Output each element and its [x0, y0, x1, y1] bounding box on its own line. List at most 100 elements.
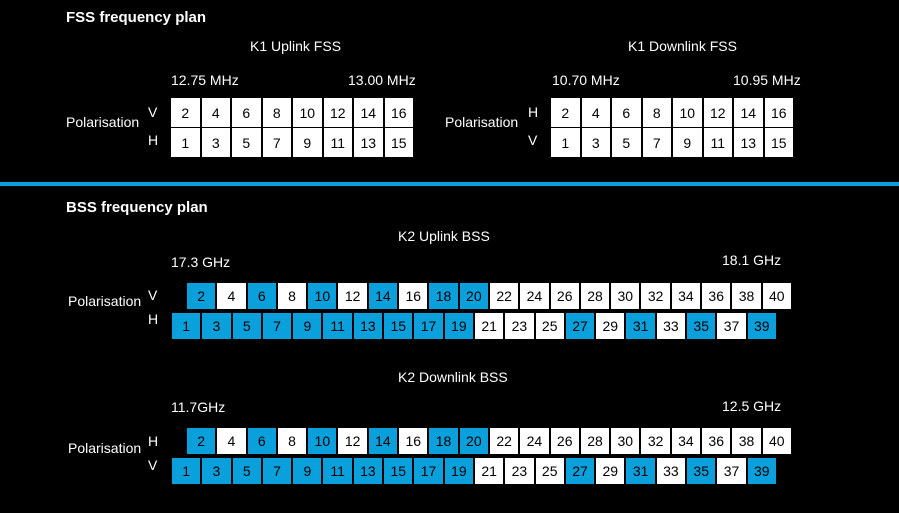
channel-cell: 16 [383, 97, 414, 128]
channel-cell: 18 [428, 282, 459, 310]
channel-cell: 8 [276, 282, 308, 310]
channel-cell: 36 [701, 427, 732, 455]
bss-section-title: BSS frequency plan [66, 199, 208, 216]
channel-cell: 9 [292, 457, 323, 485]
section-divider [0, 182, 899, 186]
channel-cell: 27 [564, 457, 596, 485]
channel-cell: 7 [261, 127, 292, 158]
channel-cell: 9 [292, 312, 323, 340]
channel-cell: 4 [200, 97, 231, 128]
channel-cell: 14 [733, 97, 764, 128]
k2-uplink-title: K2 Uplink BSS [398, 228, 490, 244]
channel-cell: 3 [201, 312, 232, 340]
channel-cell: 10 [307, 282, 338, 310]
channel-cell: 12 [702, 97, 733, 128]
channel-cell: 40 [761, 282, 792, 310]
channel-cell: 14 [367, 427, 399, 455]
channel-cell: 20 [458, 282, 489, 310]
channel-cell: 16 [398, 427, 429, 455]
k2-uplink-freq-end: 18.1 GHz [722, 252, 782, 268]
k2-uplink-bottom-pol: H [148, 311, 159, 327]
channel-cell: 4 [580, 97, 611, 128]
channel-cell: 4 [216, 427, 247, 455]
channel-cell: 12 [337, 427, 368, 455]
channel-cell: 25 [534, 457, 565, 485]
channel-cell: 38 [731, 282, 762, 310]
channel-cell: 33 [655, 312, 687, 340]
channel-cell: 27 [564, 312, 596, 340]
channel-cell: 2 [170, 97, 201, 128]
channel-cell: 2 [186, 427, 217, 455]
channel-cell: 1 [170, 127, 201, 158]
channel-cell: 6 [231, 97, 262, 128]
channel-cell: 20 [458, 427, 489, 455]
k1-uplink-freq-start: 12.75 MHz [171, 72, 239, 88]
channel-cell: 1 [550, 127, 581, 158]
channel-cell: 22 [488, 282, 520, 310]
k1-uplink-bottom-pol: H [148, 132, 159, 148]
channel-cell: 11 [322, 312, 353, 340]
channel-cell: 23 [504, 312, 535, 340]
channel-cell: 12 [337, 282, 368, 310]
k1-downlink-top-pol: H [528, 104, 539, 120]
channel-cell: 17 [413, 457, 444, 485]
channel-cell: 40 [761, 427, 792, 455]
channel-cell: 14 [367, 282, 399, 310]
k2-downlink-title: K2 Downlink BSS [398, 369, 508, 385]
channel-cell: 2 [186, 282, 217, 310]
channel-cell: 4 [216, 282, 247, 310]
channel-cell: 10 [307, 427, 338, 455]
channel-cell: 37 [716, 457, 747, 485]
channel-cell: 26 [549, 427, 580, 455]
k2-downlink-freq-start: 11.7GHz [171, 399, 226, 415]
channel-cell: 21 [473, 457, 505, 485]
channel-cell: 39 [746, 457, 777, 485]
channel-cell: 5 [231, 127, 262, 158]
k1-downlink-bottom-pol: V [528, 132, 538, 148]
channel-cell: 32 [640, 427, 671, 455]
channel-cell: 14 [353, 97, 384, 128]
channel-cell: 38 [731, 427, 762, 455]
channel-cell: 36 [701, 282, 732, 310]
channel-cell: 1 [171, 312, 202, 340]
k2-downlink-bottom-pol: V [148, 457, 158, 473]
channel-cell: 19 [443, 457, 474, 485]
channel-cell: 18 [428, 427, 459, 455]
channel-cell: 24 [519, 282, 550, 310]
k2-uplink-polarisation-label: Polarisation [68, 293, 142, 309]
channel-cell: 15 [383, 312, 414, 340]
channel-cell: 9 [672, 127, 703, 158]
channel-cell: 7 [261, 457, 293, 485]
k1-uplink-title: K1 Uplink FSS [250, 38, 342, 54]
k2-uplink-top-pol: V [148, 287, 158, 303]
k1-downlink-title: K1 Downlink FSS [628, 38, 737, 54]
channel-cell: 34 [670, 427, 702, 455]
channel-cell: 5 [231, 457, 262, 485]
channel-cell: 6 [246, 427, 277, 455]
k1-downlink-polarisation-label: Polarisation [445, 114, 519, 130]
channel-cell: 7 [261, 312, 293, 340]
channel-cell: 15 [383, 457, 414, 485]
k2-downlink-polarisation-label: Polarisation [68, 440, 142, 456]
channel-cell: 2 [550, 97, 581, 128]
channel-cell: 26 [549, 282, 580, 310]
channel-cell: 16 [763, 97, 794, 128]
channel-cell: 6 [611, 97, 642, 128]
k2-uplink-freq-start: 17.3 GHz [171, 254, 231, 270]
channel-cell: 29 [595, 312, 626, 340]
channel-cell: 8 [276, 427, 308, 455]
channel-cell: 15 [383, 127, 414, 158]
channel-cell: 30 [610, 282, 641, 310]
channel-cell: 5 [231, 312, 262, 340]
channel-cell: 13 [353, 127, 384, 158]
channel-cell: 39 [746, 312, 777, 340]
channel-cell: 28 [579, 282, 611, 310]
channel-cell: 31 [625, 312, 656, 340]
channel-cell: 16 [398, 282, 429, 310]
channel-cell: 35 [686, 312, 717, 340]
